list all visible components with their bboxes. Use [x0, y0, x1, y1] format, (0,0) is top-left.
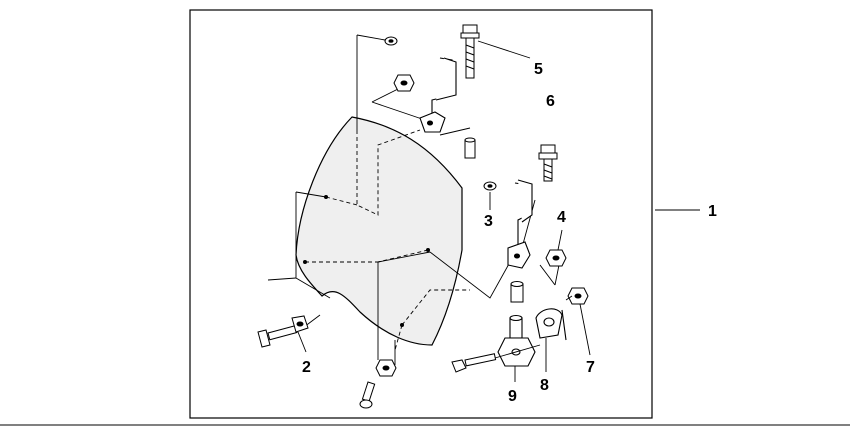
- callout-3: 3: [484, 213, 493, 230]
- nut-7-leader: [565, 295, 573, 301]
- spacer-upper: [464, 137, 476, 159]
- bolt-5: [460, 24, 480, 79]
- nut-upper: [393, 74, 415, 92]
- callout-leaders: [297, 40, 700, 382]
- bolt-6: [538, 144, 558, 182]
- screw-left: [257, 325, 298, 348]
- callout-8: 8: [540, 377, 549, 394]
- callout-4: 4: [557, 209, 566, 226]
- callout-2: 2: [302, 359, 311, 376]
- diagram-frame: [189, 9, 653, 419]
- clamp-bolt-leader: [494, 344, 541, 359]
- spacer-lower: [510, 281, 524, 303]
- screw-bottom: [359, 381, 376, 409]
- callout-7: 7: [586, 359, 595, 376]
- windscreen-panel: [295, 116, 463, 346]
- clamp-9: [497, 314, 536, 367]
- callout-9: 9: [508, 388, 517, 405]
- callout-5: 5: [534, 61, 543, 78]
- callout-1: 1: [708, 203, 717, 220]
- washer-3: [483, 181, 497, 191]
- hidden-leaders: [305, 129, 470, 351]
- stay-bracket-upper: [419, 57, 457, 133]
- stay-bracket-lower: [507, 179, 533, 269]
- nut-bottom: [375, 359, 397, 377]
- nut-7: [567, 287, 589, 305]
- washer-top: [384, 36, 398, 46]
- washer-2: [291, 315, 309, 333]
- clamp-8: [535, 308, 567, 341]
- callout-6: 6: [546, 93, 555, 110]
- clamp-bolt: [451, 353, 497, 373]
- nut-4: [545, 249, 567, 267]
